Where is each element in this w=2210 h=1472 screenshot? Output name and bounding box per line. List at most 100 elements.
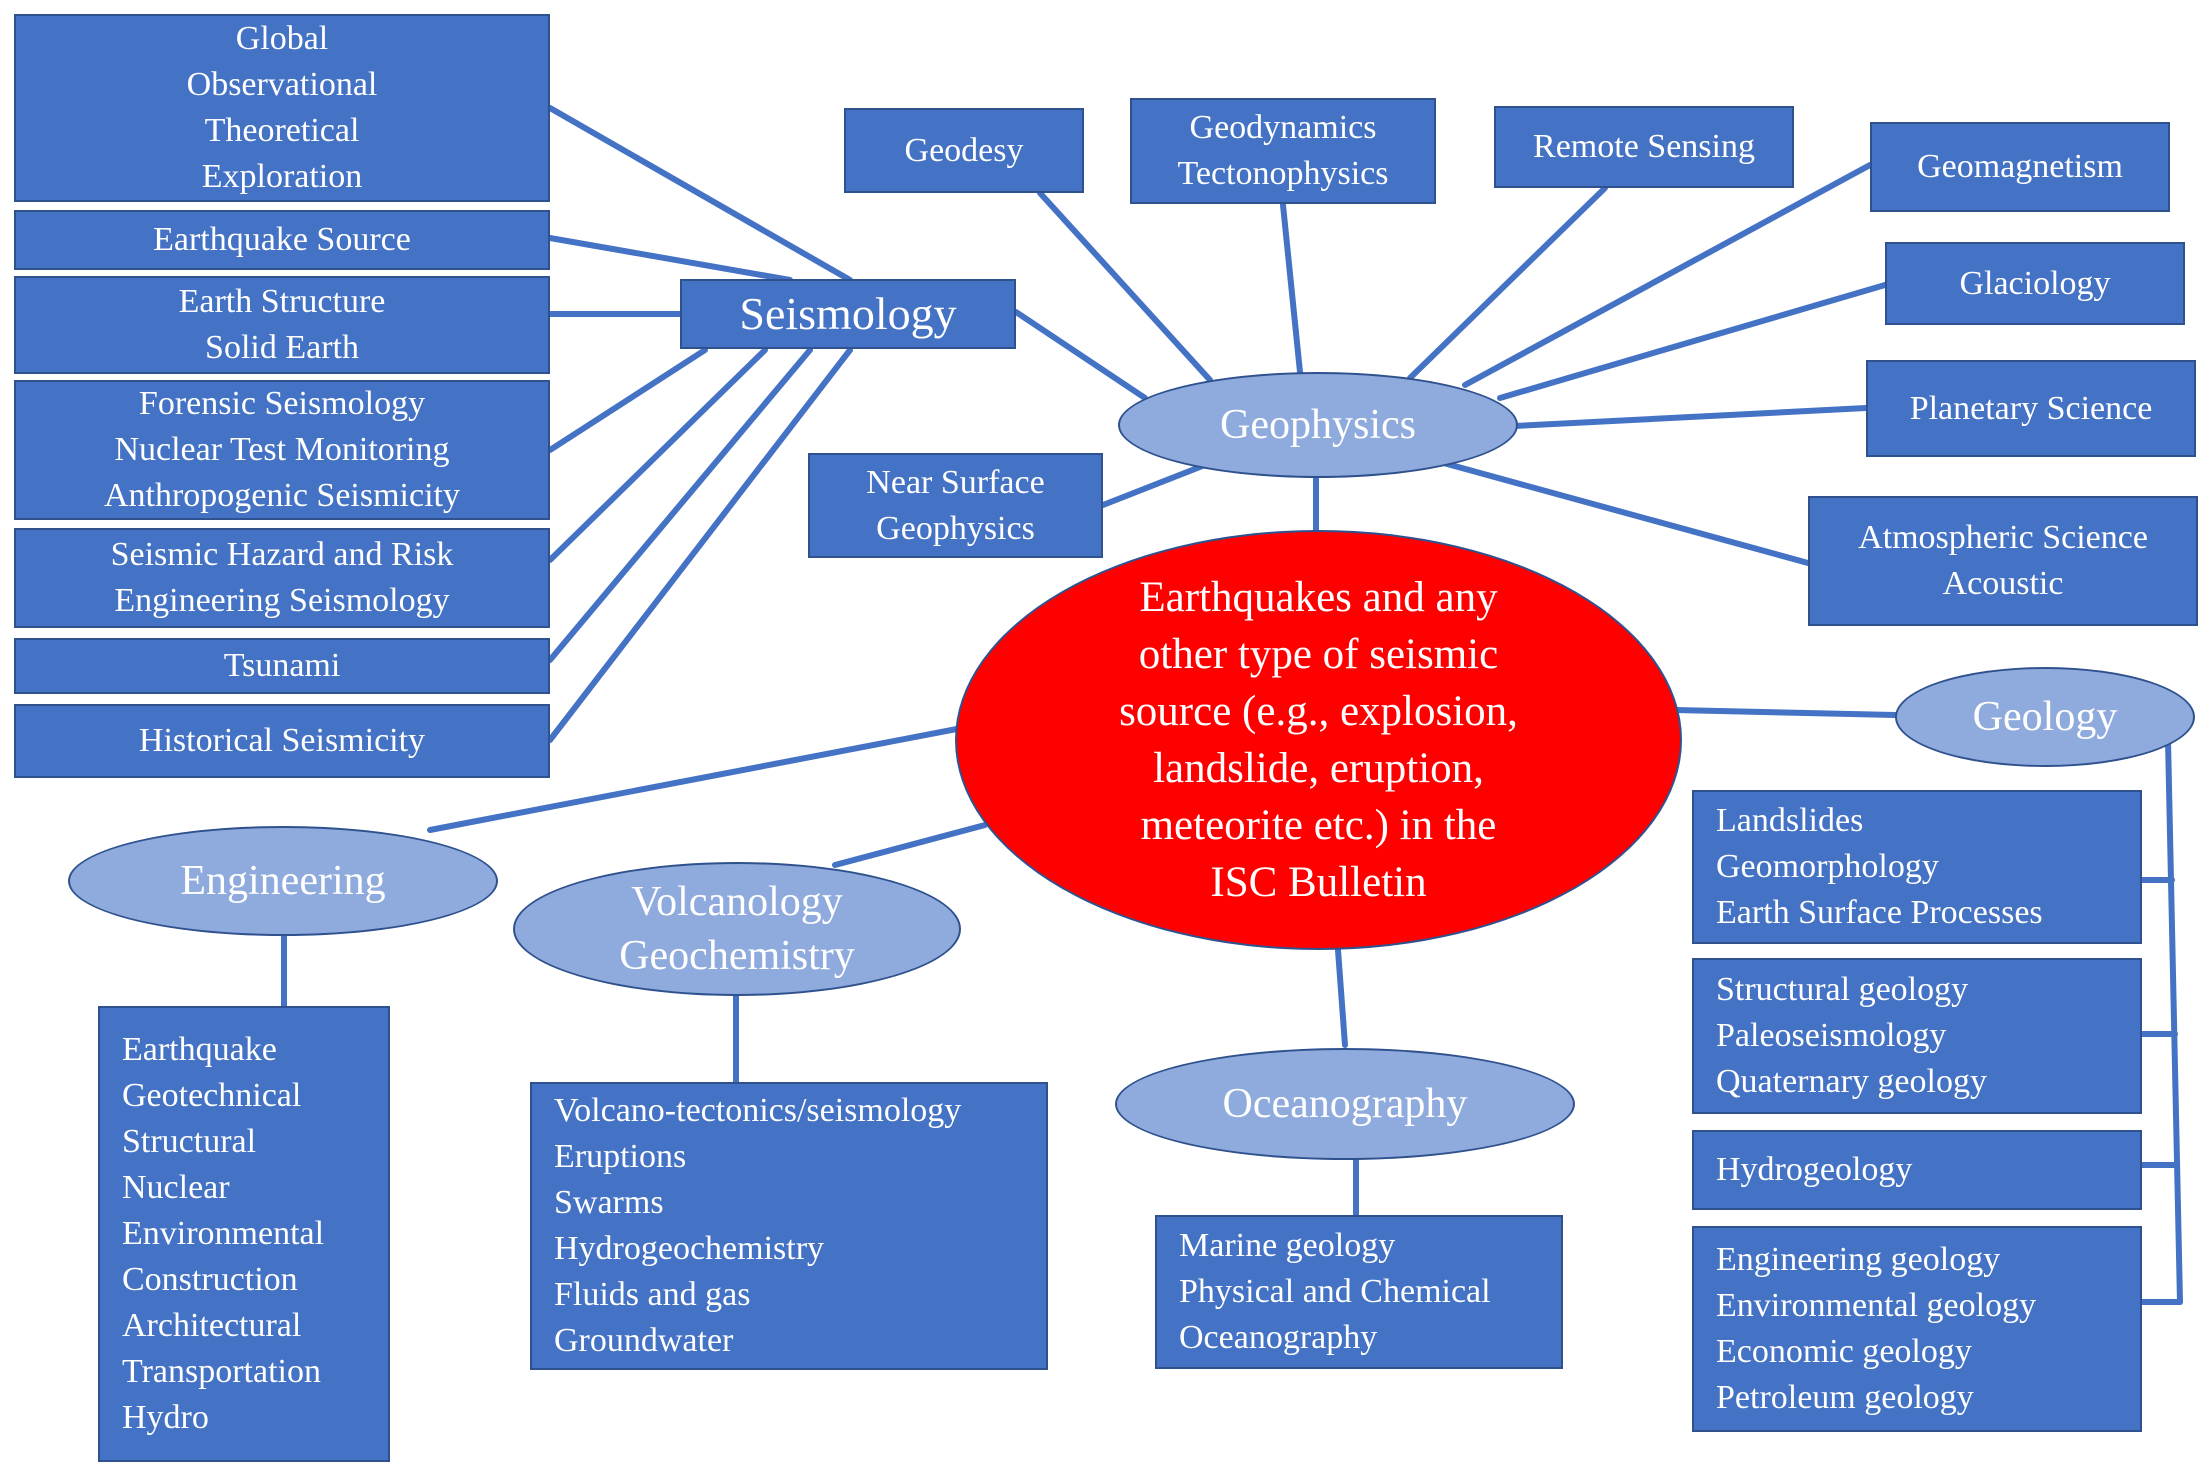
geology-box-hydrogeology: Hydrogeology (1692, 1130, 2142, 1210)
connector-seismology-geophysics (1013, 309, 1148, 401)
geophysics-box-atmospheric: Atmospheric Science Acoustic (1808, 496, 2198, 626)
center-line: ISC Bulletin (1210, 859, 1427, 906)
node-label: Geophysics (1220, 402, 1416, 448)
seismology-box-earthquake-source: Earthquake Source (14, 210, 550, 270)
connector-geophysics-glaciology (1497, 282, 1888, 401)
center-line: meteorite etc.) in the (1140, 802, 1497, 849)
box-line: Planetary Science (1909, 389, 2153, 427)
volcanology-box: Volcano-tectonics/seismology Eruptions S… (530, 1082, 1048, 1370)
box-line: Remote Sensing (1533, 128, 1755, 165)
box-line: Geophysics (876, 509, 1035, 547)
box-line: Historical Seismicity (138, 722, 426, 759)
box-line: Environmental geology (1716, 1287, 2037, 1324)
geophysics-node: Geophysics (1118, 372, 1518, 478)
box-line: Economic geology (1716, 1333, 1972, 1370)
box-line: Hydrogeology (1716, 1151, 1913, 1188)
box-line: Physical and Chemical (1179, 1273, 1491, 1310)
node-label-line: Volcanology (631, 879, 843, 925)
volcanology-node: Volcanology Geochemistry (513, 862, 961, 996)
box-line: Nuclear (122, 1169, 230, 1206)
box-line: Hydrogeochemistry (554, 1230, 825, 1267)
connector-seismology-source (547, 235, 793, 283)
box-line: Solid Earth (205, 329, 359, 366)
node-label-line: Geochemistry (619, 933, 855, 979)
box-line: Engineering geology (1716, 1241, 2001, 1278)
box-line: Earthquake Source (153, 221, 411, 258)
box-line: Forensic Seismology (138, 385, 426, 422)
box-line: Seismic Hazard and Risk (110, 536, 454, 573)
center-line: source (e.g., explosion, (1119, 688, 1518, 735)
seismology-node: Seismology (680, 279, 1016, 349)
seismology-box-global: Global Observational Theoretical Explora… (14, 14, 550, 202)
geophysics-box-near-surface: Near Surface Geophysics (808, 453, 1103, 558)
seismology-box-forensic: Forensic Seismology Nuclear Test Monitor… (14, 380, 550, 520)
box-line: Landslides (1716, 802, 1864, 839)
connector-seismology-tsunami (547, 347, 813, 663)
box-line: Environmental (122, 1215, 325, 1252)
geology-bracket-vertical (2165, 737, 2183, 1305)
box-line: Paleoseismology (1716, 1017, 1947, 1054)
engineering-node: Engineering (68, 826, 498, 936)
box-line: Atmospheric Science (1858, 519, 2148, 556)
seismology-box-earth-structure: Earth Structure Solid Earth (14, 276, 550, 374)
box-line: Engineering Seismology (114, 582, 450, 619)
seismology-box-tsunami: Tsunami (14, 638, 550, 694)
connector-geophysics-nearsurface (1100, 462, 1208, 508)
connector-seismology-hazard (547, 347, 768, 563)
box-line: Hydro (122, 1399, 209, 1436)
box-line: Transportation (122, 1353, 321, 1390)
geophysics-box-geodesy: Geodesy (844, 108, 1084, 193)
box-line: Oceanography (1179, 1319, 1378, 1356)
connector-geophysics-remote (1407, 185, 1608, 381)
box-line: Eruptions (554, 1138, 687, 1175)
box-line: Glaciology (1959, 264, 2111, 302)
box-line: Nuclear Test Monitoring (114, 431, 450, 468)
center-line: other type of seismic (1138, 631, 1499, 678)
connector-center-volcanology (832, 822, 988, 868)
box-line: Exploration (201, 158, 363, 195)
geology-box-structural: Structural geology Paleoseismology Quate… (1692, 958, 2142, 1114)
box-line: Marine geology (1179, 1227, 1396, 1264)
oceanography-node: Oceanography (1115, 1048, 1575, 1160)
connector-geophysics-geomagnetism (1462, 162, 1873, 388)
box-line: Volcano-tectonics/seismology (554, 1092, 962, 1129)
box-line: Swarms (554, 1184, 664, 1221)
box-line: Near Surface (866, 463, 1045, 501)
node-label: Seismology (739, 288, 957, 339)
box-line: Geomorphology (1716, 848, 1939, 885)
center-line: landslide, eruption, (1153, 745, 1484, 792)
connector-geophysics-atmospheric (1437, 459, 1811, 566)
oceanography-box: Marine geology Physical and Chemical Oce… (1155, 1215, 1563, 1369)
geophysics-box-geodynamics: Geodynamics Tectonophysics (1130, 98, 1436, 204)
engineering-box: Earthquake Geotechnical Structural Nucle… (98, 1006, 390, 1462)
box-line: Tectonophysics (1177, 155, 1389, 192)
geophysics-box-planetary: Planetary Science (1866, 360, 2196, 457)
box-line: Theoretical (204, 112, 360, 149)
box-line: Geodesy (904, 131, 1024, 169)
box-line: Geomagnetism (1917, 148, 2123, 185)
geophysics-box-remote-sensing: Remote Sensing (1494, 106, 1794, 188)
connector-center-geology (1672, 707, 1898, 718)
central-topic-ellipse: Earthquakes and any other type of seismi… (955, 530, 1682, 950)
geology-box-landslides: Landslides Geomorphology Earth Surface P… (1692, 790, 2142, 944)
connector-geophysics-geodesy (1037, 190, 1213, 383)
box-line: Structural geology (1716, 971, 1969, 1008)
box-line: Earth Structure (178, 283, 386, 320)
box-line: Architectural (122, 1307, 302, 1344)
box-line: Acoustic (1942, 565, 2064, 602)
seismology-box-hazard: Seismic Hazard and Risk Engineering Seis… (14, 528, 550, 628)
connector-seismology-global (547, 105, 853, 283)
node-label: Oceanography (1222, 1081, 1468, 1127)
connector-center-oceanography (1335, 947, 1348, 1048)
seismology-box-historical: Historical Seismicity (14, 704, 550, 778)
connector-seismology-historical (547, 347, 853, 743)
node-label: Engineering (180, 858, 386, 904)
connector-geophysics-planetary (1512, 405, 1869, 429)
box-line: Quaternary geology (1716, 1063, 1987, 1100)
geophysics-box-geomagnetism: Geomagnetism (1870, 122, 2170, 212)
connector-geophysics-geodynamics (1280, 202, 1303, 375)
box-line: Geotechnical (122, 1077, 302, 1114)
box-line: Observational (186, 66, 378, 103)
